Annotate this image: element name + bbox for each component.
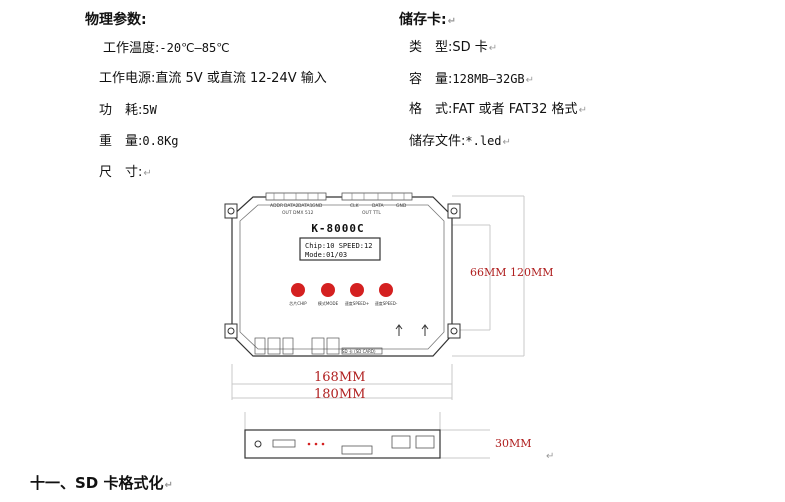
paragraph-mark-icon: ↵ [143, 168, 152, 179]
chip-button[interactable] [291, 283, 305, 297]
depth-dim: 30MM [495, 437, 532, 450]
card-row-format: 格 式:FAT 或者 FAT32 格式↵ [409, 102, 587, 119]
card-label: 容 量: [409, 72, 453, 87]
param-label: 工作电源: [99, 71, 156, 86]
param-row-power-supply: 工作电源:直流 5V 或直流 12-24V 输入 [99, 71, 327, 87]
param-label: 重 量: [99, 134, 143, 149]
card-value: FAT 或者 FAT32 格式 [452, 102, 578, 117]
lcd-display [299, 237, 381, 261]
width-outer-dim: 180MM [314, 387, 365, 402]
connector-arrows [395, 324, 429, 336]
terminal-label-data1: DATA1 [298, 203, 313, 209]
param-value: 0.8Kg [142, 134, 179, 148]
paragraph-mark-icon: ↵ [578, 105, 587, 116]
side-view [244, 429, 441, 459]
control-buttons [291, 283, 393, 297]
param-row-temperature: 工作温度:-20℃—85℃ [103, 40, 230, 57]
param-label: 工作温度: [103, 41, 160, 56]
speed-down-button-label: 速度SPEED- [375, 300, 398, 306]
device-body [231, 196, 453, 357]
dmx-output-label: OUT DMX 512 [282, 210, 314, 216]
param-value: -20℃—85℃ [159, 41, 230, 55]
lcd-line-1: Chip:10 SPEED:12 [305, 242, 372, 250]
card-row-file: 储存文件:*.led↵ [409, 133, 511, 151]
paragraph-mark-icon: ↵ [488, 43, 498, 54]
param-value: 5W [142, 103, 157, 117]
lcd-line-2: Mode:01/03 [305, 251, 347, 259]
model-label: K-8000C [311, 222, 364, 235]
height-outer-dim: 120MM [510, 266, 554, 279]
card-label: 储存文件: [409, 134, 466, 149]
param-value: 直流 5V 或直流 12-24V 输入 [155, 71, 327, 86]
card-row-capacity: 容 量:128MB—32GB↵ [409, 71, 534, 89]
terminal-label-addr: ADDR [270, 203, 283, 209]
paragraph-mark-icon: ↵ [502, 137, 511, 148]
section-title: 十一、SD 卡格式化↵ [30, 474, 173, 492]
dimension-guides [231, 195, 525, 459]
paragraph-mark-icon: ↵ [546, 451, 554, 462]
paragraph-mark-icon: ↵ [164, 480, 173, 491]
param-row-size: 尺 寸:↵ [99, 164, 152, 182]
ttl-output-label: OUT TTL [362, 210, 381, 216]
card-row-type: 类 型:SD 卡↵ [409, 40, 497, 57]
terminal-labels: ADDR DATA2 DATA1 GND OUT DMX 512 CLK DAT… [270, 203, 407, 216]
physical-params-heading: 物理参数: [85, 12, 147, 28]
terminal-label-gnd-left: GND [312, 203, 323, 209]
bottom-connectors [254, 337, 383, 355]
terminal-label-data2: DATA2 [284, 203, 299, 209]
card-value: *.led [465, 134, 502, 148]
param-row-weight: 重 量:0.8Kg [99, 133, 179, 150]
card-label: 类 型: [409, 40, 453, 55]
terminal-label-clk: CLK [350, 203, 360, 209]
storage-card-heading: 储存卡:↵ [399, 12, 456, 28]
paragraph-mark-icon: ↵ [525, 75, 535, 86]
param-label: 尺 寸: [99, 165, 143, 180]
terminal-label-gnd-right: GND [396, 203, 407, 209]
height-inner-dim: 66MM [470, 266, 507, 279]
mode-button[interactable] [321, 283, 335, 297]
chip-button-label: 芯片CHIP [289, 300, 307, 306]
terminal-label-data: DATA [372, 203, 385, 209]
button-labels: 芯片CHIP 模式MODE 速度SPEED+ 速度SPEED- [289, 300, 398, 306]
card-label: 格 式: [409, 102, 453, 117]
mode-button-label: 模式MODE [318, 300, 339, 306]
width-inner-dim: 168MM [314, 370, 365, 385]
terminal-pins [273, 193, 405, 200]
sd-card-slot-label: SD 卡 (SD CARD) [342, 348, 376, 354]
card-value: SD 卡 [452, 40, 488, 55]
speed-up-button-label: 速度SPEED+ [345, 300, 369, 306]
speed-down-button[interactable] [379, 283, 393, 297]
speed-up-button[interactable] [350, 283, 364, 297]
card-value: 128MB—32GB [452, 72, 525, 86]
paragraph-mark-icon: ↵ [447, 16, 456, 27]
mounting-ears [224, 203, 461, 339]
param-row-power-consumption: 功 耗:5W [99, 102, 157, 119]
param-label: 功 耗: [99, 103, 143, 118]
